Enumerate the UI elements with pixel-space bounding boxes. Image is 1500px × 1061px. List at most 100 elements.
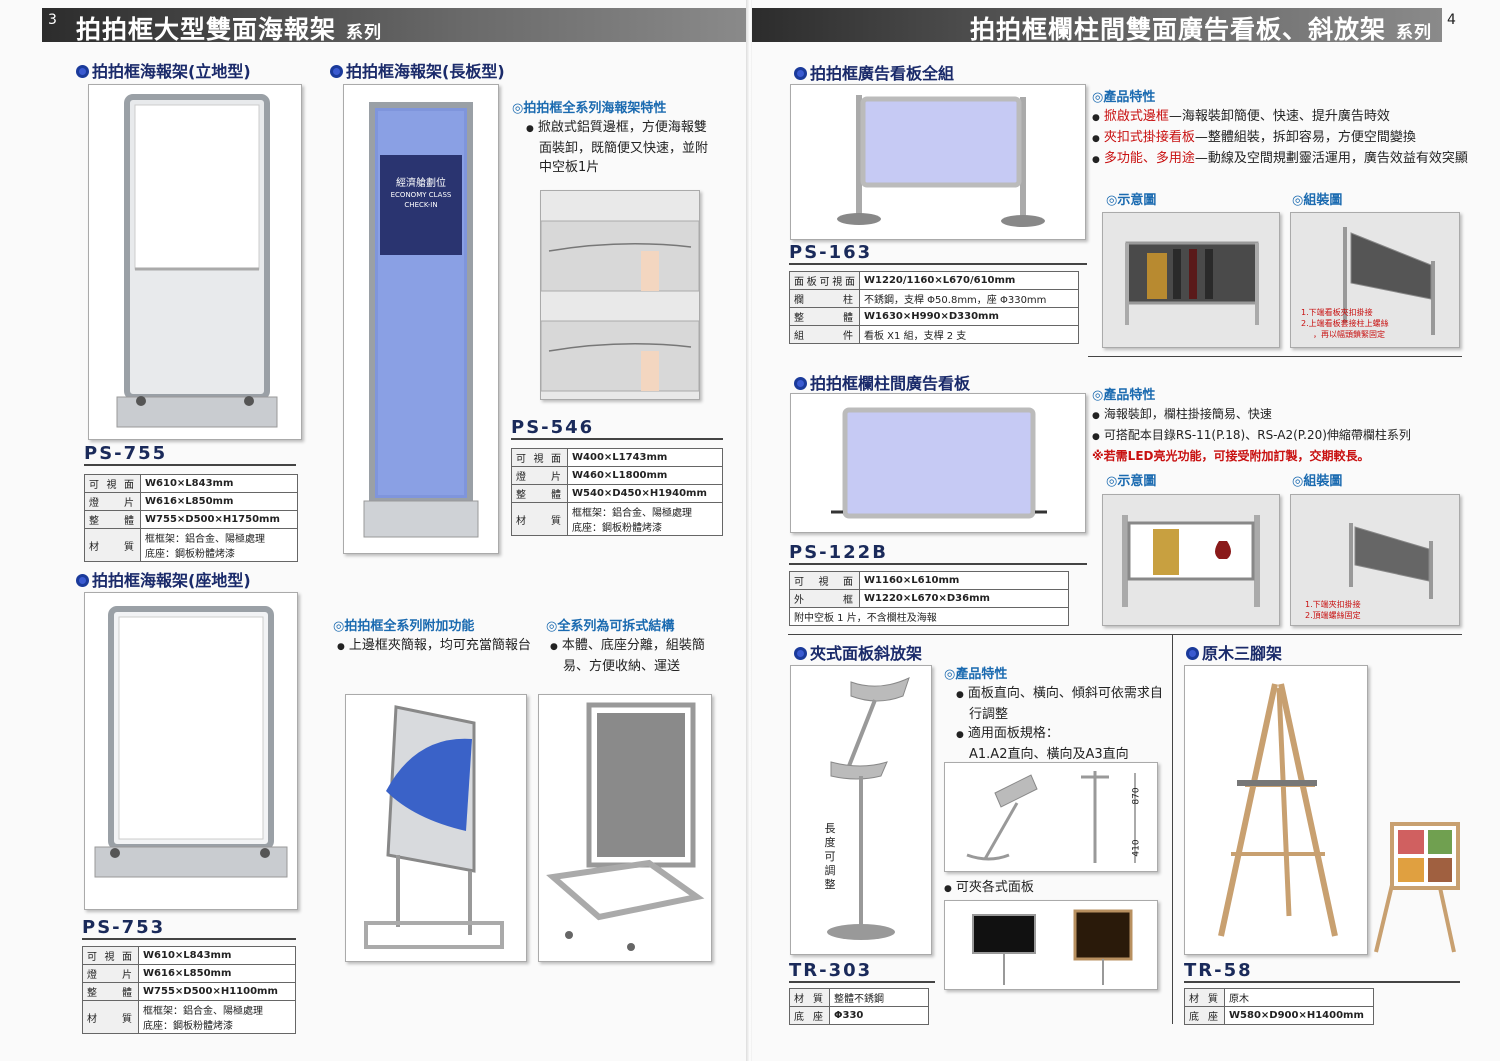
diagram-label-122b: ◎示意圖: [1106, 474, 1157, 489]
feature-title: ◎產品特性: [1092, 90, 1156, 105]
spec-key: 整體: [511, 484, 568, 503]
feature-highlight: 多功能、多用途: [1103, 151, 1195, 166]
ps755-photo: [88, 84, 302, 440]
assembly-photo: [538, 694, 712, 962]
feature-item-cont: A1.A2直向、橫向及A3直向: [969, 747, 1129, 762]
feature-item: 海報裝卸，欄柱掛接簡易、快速: [1092, 405, 1482, 426]
spec-value-line: 框框架：鋁合金、陽極處理: [572, 508, 692, 519]
tr58-menu-photo: [1368, 800, 1462, 955]
dimension-410: 410: [1131, 839, 1142, 857]
caption-line: 2.頂端螺絲固定: [1305, 611, 1361, 620]
spec-value-line: 框框架：鋁合金、陽極處理: [145, 534, 265, 545]
sign-line-1: 經濟艙劃位: [396, 178, 446, 189]
table-row: 材質整體不銹鋼: [789, 988, 929, 1007]
section-title: 拍拍框海報架(立地型): [92, 62, 251, 81]
spec-key: 燈片: [84, 492, 141, 511]
spec-key: 可視面: [511, 448, 568, 467]
top-clip-stand-image: [364, 705, 504, 949]
feature-title: ◎全系列為可拆式結構: [546, 619, 675, 634]
post-signboard-image: [831, 407, 1047, 519]
table-row: 材質框框架：鋁合金、陽極處理底座：鋼板粉體烤漆: [82, 1000, 296, 1034]
bullet-icon: [794, 67, 807, 80]
right-series: 系列: [1396, 23, 1432, 43]
right-title: 拍拍框欄柱間雙面廣告看板、斜放架: [969, 15, 1386, 44]
bullet-icon: [330, 65, 343, 78]
spec-value: W460×L1800mm: [567, 466, 723, 485]
spec-value-line: 底座：鋼板粉體烤漆: [145, 549, 235, 560]
spec-value: W580×D900×H1400mm: [1224, 1006, 1374, 1025]
assembly-caption: 1.下端看板夾扣掛接 2.上端看板套接柱上螺絲 ，再以幅頭鎖緊固定: [1301, 307, 1389, 340]
feature-block-tr303-2: 可夾各式面板: [944, 878, 1164, 899]
table-row: 組件看板 X1 組，支桿 2 支: [789, 325, 1079, 344]
left-title: 拍拍框大型雙面海報架: [76, 15, 337, 44]
section-title: 原木三腳架: [1202, 644, 1283, 663]
tr303-photo: 長度可調整: [790, 665, 932, 955]
diagram-label-163: ◎示意圖: [1106, 193, 1157, 208]
wooden-easel-image: [1218, 683, 1338, 937]
feature-block-3: ◎全系列為可拆式結構 本體、底座分離，組裝簡易、方便收納、運送: [546, 617, 726, 676]
led-note: ※若需LED亮光功能，可接受附加訂製，交期較長。: [1092, 449, 1370, 463]
feature-title: ◎拍拍框全系列海報架特性: [512, 101, 667, 116]
model-ps122b: PS-122B: [789, 542, 1087, 565]
feature-item: 夾扣式掛接看板—整體組裝，拆卸容易，方便空間變換: [1092, 128, 1472, 149]
spec-key: 底座: [1184, 1006, 1225, 1025]
ps163-diagram-photo: [1102, 212, 1280, 348]
spec-key: 整體: [84, 510, 141, 529]
various-boards-image: [972, 909, 1133, 985]
spec-value: W616×L850mm: [140, 492, 298, 511]
spec-value: W1160×L610mm: [859, 571, 1069, 590]
spec-value: 不銹鋼，支桿 Φ50.8mm，座 Φ330mm: [859, 289, 1079, 308]
frame-open-photo: [540, 190, 700, 400]
feature-item: 上邊框夾簡報，均可充當簡報台: [337, 636, 533, 657]
feature-text: —整體組裝，拆卸容易，方便空間變換: [1194, 130, 1416, 145]
spec-value: W1220/1160×L670/610mm: [859, 271, 1079, 290]
spec-value: W755×D500×H1750mm: [140, 510, 298, 529]
feature-block-ps163: ◎產品特性 掀啟式邊框—海報裝卸簡便、快速、提升廣告時效 夾扣式掛接看板—整體組…: [1092, 88, 1472, 170]
section-title: 拍拍框欄柱間廣告看板: [810, 374, 971, 393]
assembly-label-122b: ◎組裝圖: [1292, 474, 1343, 489]
bullet-icon: [76, 574, 89, 587]
assembly-diagram: [1343, 227, 1435, 335]
spec-key: 材質: [789, 988, 830, 1007]
right-page: 拍拍框欄柱間雙面廣告看板、斜放架系列 4 拍拍框廣告看板全組 PS-163 面板…: [752, 0, 1500, 1061]
sign-line-3: CHECK-IN: [404, 201, 438, 209]
easel-with-menu-image: [1374, 822, 1460, 953]
ps122b-photo: [790, 393, 1086, 533]
spec-key: 材質: [1184, 988, 1225, 1007]
spec-key: 燈片: [511, 466, 568, 485]
caption-line: 1.下端看板夾扣掛接: [1301, 308, 1373, 317]
feature-item: 本體、底座分離，組裝簡易、方便收納、運送: [550, 636, 726, 676]
spec-key: 可視面: [82, 946, 139, 965]
feature-text: —動線及空間規劃靈活運用，廣告效益有效突顯: [1194, 151, 1468, 166]
feature-title: ◎產品特性: [1092, 388, 1156, 403]
ps163-assembly-photo: 1.下端看板夾扣掛接 2.上端看板套接柱上螺絲 ，再以幅頭鎖緊固定: [1290, 212, 1460, 348]
spec-value: W616×L850mm: [138, 964, 296, 983]
model-tr58: TR-58: [1184, 960, 1460, 983]
section-ps753: 拍拍框海報架(座地型): [76, 567, 251, 591]
clip-easel-image: [827, 677, 910, 940]
section-tr58: 原木三腳架: [1186, 640, 1282, 664]
spec-value: 原木: [1224, 988, 1374, 1007]
section-ps163: 拍拍框廣告看板全組: [794, 60, 954, 84]
book-spine: [746, 0, 754, 1061]
spec-key: 組件: [789, 325, 860, 344]
clip-board-photo: [345, 694, 527, 962]
feature-item: 可夾各式面板: [944, 878, 1164, 899]
spec-value-line: 底座：鋼板粉體烤漆: [572, 523, 662, 534]
ps122b-assembly-photo: 1.下端夾扣掛接 2.頂端螺絲固定: [1290, 494, 1460, 626]
seated-poster-stand-image: [94, 606, 288, 878]
spec-key: 底座: [789, 1006, 830, 1025]
length-adjustable-label: 長度可調整: [824, 822, 836, 891]
spec-value: 整體不銹鋼: [829, 988, 929, 1007]
